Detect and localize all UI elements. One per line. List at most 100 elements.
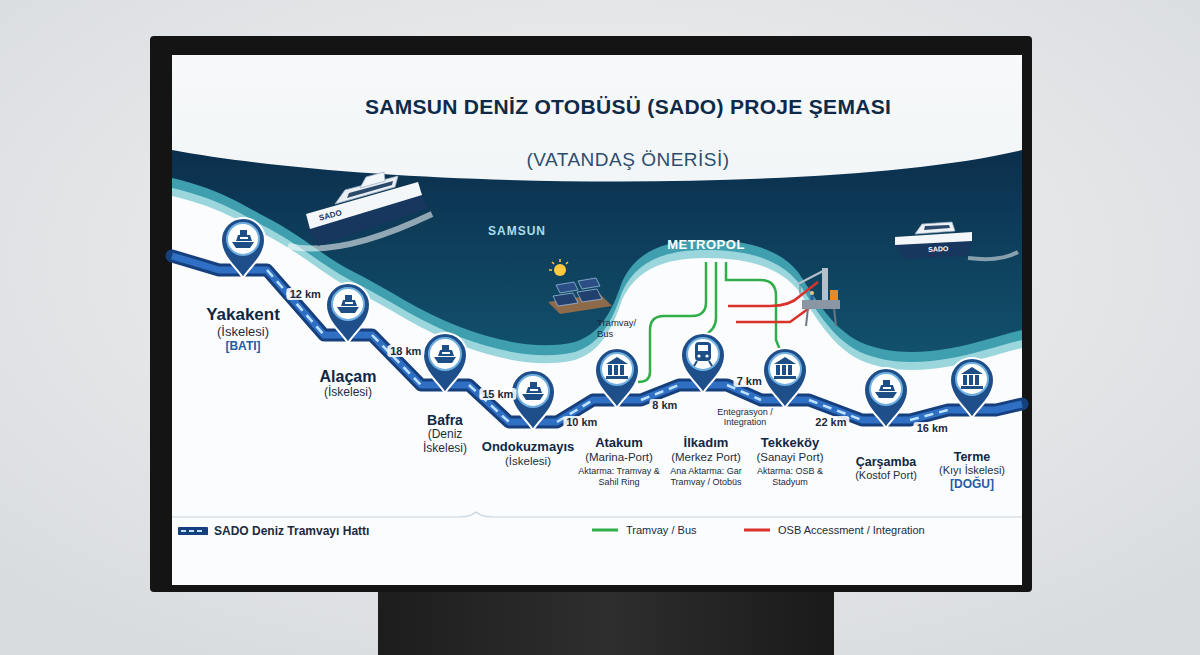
- boat-icon: [522, 394, 544, 400]
- legend-text: SADO Deniz Tramvayı Hattı: [214, 524, 369, 538]
- pin-icon: [774, 357, 796, 379]
- port-icon: [614, 365, 618, 375]
- legend-sample: [590, 524, 620, 536]
- legend-text: Tramvay / Bus: [626, 524, 697, 536]
- direction-tag: [DOĞU]: [939, 478, 1005, 492]
- pin-icon: [961, 367, 983, 389]
- station-label: Alaçam(İskelesi): [320, 368, 377, 400]
- station-pin: Ondokuzmayıs(İskelesi): [509, 368, 557, 432]
- station-label: Tekkeköy(Sanayi Port)Aktarma: OSB & Stad…: [752, 436, 828, 487]
- pin-shape: [763, 348, 807, 408]
- train-icon: [705, 354, 708, 357]
- station-label: Çarşamba(Kostof Port): [855, 455, 917, 482]
- transfer-note: Aktarma: OSB & Stadyum: [752, 466, 828, 487]
- pin-shape: [950, 358, 994, 418]
- pin-shape: [679, 331, 727, 395]
- coast: [172, 178, 1022, 585]
- train-icon: [695, 342, 711, 361]
- solar-platform: [548, 259, 612, 314]
- station-name: Ondokuzmayıs: [482, 440, 574, 455]
- distance-label: 15 km: [479, 388, 516, 400]
- legend-divider: [172, 512, 1022, 517]
- boat-icon: [240, 230, 247, 235]
- route-band: [172, 256, 1022, 422]
- solar-platform: [559, 259, 561, 262]
- legend-sample: [742, 524, 772, 536]
- legend-sample: [744, 529, 770, 532]
- solar-platform: [577, 289, 602, 302]
- pin-icon: [337, 295, 359, 313]
- legend-item: OSB Accessment / Integration: [742, 524, 925, 536]
- station-name: Terme: [939, 450, 1005, 464]
- pin-face: [769, 353, 801, 385]
- screen-frame: [150, 36, 1032, 592]
- station-label: Terme(Kıyı İskelesi)[DOĞU]: [939, 450, 1005, 492]
- boat-lettering: SADO: [318, 208, 343, 223]
- train-icon: [694, 361, 712, 366]
- tram-lines: [703, 262, 716, 336]
- pin-shape: [324, 281, 372, 345]
- solar-platform: [549, 259, 568, 270]
- boat-icon: [879, 385, 895, 391]
- station-type: (İskelesi): [206, 325, 280, 340]
- station-name: Alaçam: [320, 368, 377, 386]
- port-icon: [608, 365, 612, 375]
- boat-icon: [883, 380, 890, 385]
- boat-icon: [345, 302, 353, 304]
- sea-bus-right: [968, 252, 1018, 259]
- solar-platform: [549, 269, 552, 271]
- station-type: (İskelesi): [482, 455, 574, 468]
- boat-icon: [434, 357, 456, 363]
- title: SAMSUN DENİZ OTOBÜSÜ (SADO) PROJE ŞEMASI: [365, 95, 891, 119]
- offshore-crane: [811, 295, 814, 300]
- direction-tag: [BATI]: [206, 340, 280, 354]
- sea: [172, 150, 1022, 585]
- distance-label: 12 km: [287, 288, 324, 300]
- pin-shape: [761, 346, 809, 410]
- pin-face: [956, 363, 988, 395]
- osb-lines: [736, 306, 812, 322]
- pin-icon: [232, 230, 254, 248]
- port-icon: [776, 365, 780, 375]
- offshore-crane: [798, 270, 825, 284]
- sea-bus-right: [893, 222, 1018, 259]
- distance-label: 18 km: [387, 345, 424, 357]
- port-icon: [606, 357, 628, 364]
- boat-icon: [530, 389, 538, 391]
- legend-item: SADO Deniz Tramvayı Hattı: [178, 524, 369, 538]
- station-pin: Alaçam(İskelesi): [324, 281, 372, 345]
- distance-label: 7 km: [734, 375, 765, 387]
- solar-platform: [556, 282, 578, 293]
- subtitle: (VATANDAŞ ÖNERİSİ): [526, 149, 729, 171]
- port-icon: [963, 375, 967, 385]
- station-type: (Merkez Port): [663, 451, 749, 464]
- pin-shape: [593, 346, 641, 410]
- legend-sample: [592, 529, 618, 532]
- station-name: İlkadım: [663, 436, 749, 451]
- pin-shape: [509, 368, 557, 432]
- distance-label: 16 km: [914, 422, 951, 434]
- map-note: Tramvay/ Bus: [597, 318, 641, 340]
- train-icon: [698, 345, 708, 351]
- boat-icon: [442, 345, 449, 350]
- pin-icon: [875, 380, 897, 398]
- station-label: İlkadım(Merkez Port)Ana Aktarma: Gar Tra…: [663, 436, 749, 487]
- station-name: Yakakent: [206, 305, 280, 325]
- station-label: Yakakent(İskelesi)[BATI]: [206, 305, 280, 354]
- solar-platform: [566, 262, 568, 264]
- legend-sample: [180, 527, 206, 535]
- region-name: SAMSUN: [488, 224, 546, 238]
- station-label: Ondokuzmayıs(İskelesi): [482, 440, 574, 468]
- route-band: [172, 256, 1022, 422]
- pin-icon: [694, 342, 712, 366]
- station-name: Çarşamba: [855, 455, 917, 469]
- distance-label: 22 km: [812, 416, 849, 428]
- pin-shape: [948, 356, 996, 420]
- sea-bus-right: [895, 232, 972, 245]
- route-connector: [267, 270, 324, 335]
- pin-shape: [511, 370, 555, 430]
- pin-face: [601, 353, 633, 385]
- pin-face: [227, 223, 259, 255]
- pin-shape: [864, 368, 908, 428]
